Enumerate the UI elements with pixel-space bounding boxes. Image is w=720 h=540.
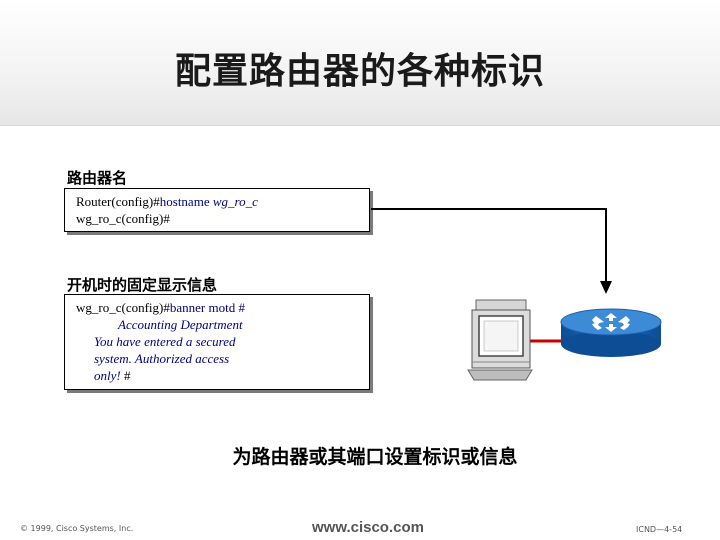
footer-copyright: © 1999, Cisco Systems, Inc. (20, 524, 133, 533)
config-arrow (371, 209, 612, 294)
terminal-icon[interactable] (468, 300, 532, 380)
footer-slide-id: ICND—4-54 (636, 525, 682, 534)
router-icon[interactable] (561, 309, 661, 357)
slide-caption: 为路由器或其端口设置标识或信息 (0, 442, 720, 469)
footer-website: www.cisco.com (312, 519, 424, 536)
